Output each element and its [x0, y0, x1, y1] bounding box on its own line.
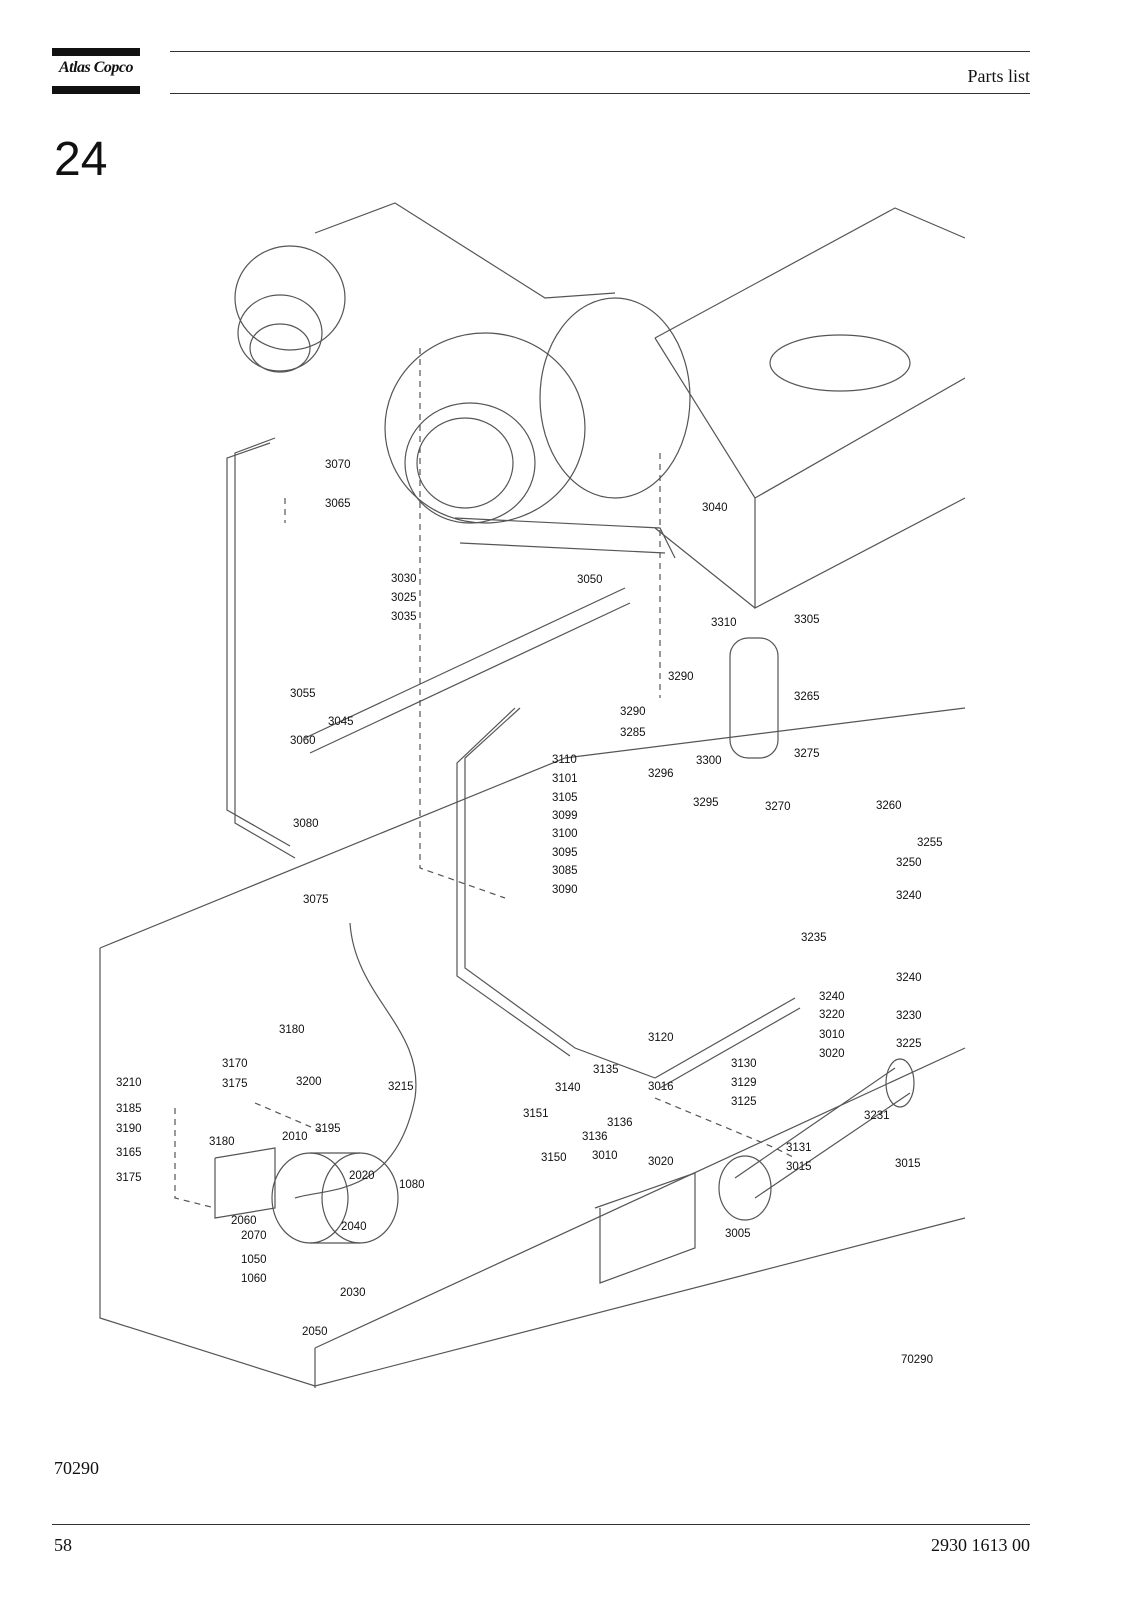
callout-3180-b: 3180: [209, 1136, 235, 1148]
callout-3055: 3055: [290, 688, 316, 700]
callout-3040: 3040: [702, 502, 728, 514]
callout-3105: 3105: [552, 792, 578, 804]
callout-3130: 3130: [731, 1058, 757, 1070]
callout-3150: 3150: [541, 1152, 567, 1164]
callout-3131: 3131: [786, 1142, 812, 1154]
callout-1080: 1080: [399, 1179, 425, 1191]
callout-3231: 3231: [864, 1110, 890, 1122]
callout-3195: 3195: [315, 1123, 341, 1135]
callout-3010-b: 3010: [592, 1150, 618, 1162]
callout-3230: 3230: [896, 1010, 922, 1022]
callout-3110: 3110: [552, 754, 577, 766]
callout-3010: 3010: [819, 1029, 845, 1041]
callout-3095: 3095: [552, 847, 578, 859]
callout-3310: 3310: [711, 617, 737, 629]
callout-3015-b: 3015: [895, 1158, 921, 1170]
callout-2070: 2070: [241, 1230, 267, 1242]
header-rule-bottom: [170, 93, 1030, 94]
callout-2060: 2060: [231, 1215, 257, 1227]
callout-3075: 3075: [303, 894, 329, 906]
callout-3170: 3170: [222, 1058, 248, 1070]
callout-3099: 3099: [552, 810, 578, 822]
callout-2050: 2050: [302, 1326, 328, 1338]
callout-3240: 3240: [896, 890, 922, 902]
callout-3270: 3270: [765, 801, 791, 813]
callout-3050: 3050: [577, 574, 603, 586]
callout-3165: 3165: [116, 1147, 142, 1159]
callout-3185: 3185: [116, 1103, 142, 1115]
callout-2040: 2040: [341, 1221, 367, 1233]
callout-3080: 3080: [293, 818, 319, 830]
section-number: 24: [54, 133, 108, 186]
callout-2030: 2030: [340, 1287, 366, 1299]
callout-70290-drawing: 70290: [901, 1354, 933, 1366]
callout-3220: 3220: [819, 1009, 845, 1021]
callout-3180: 3180: [279, 1024, 305, 1036]
footer-rule: [52, 1524, 1030, 1525]
callout-3275: 3275: [794, 748, 820, 760]
callout-3140: 3140: [555, 1082, 581, 1094]
document-number: 2930 1613 00: [931, 1535, 1030, 1555]
callout-3290: 3290: [668, 671, 694, 683]
callout-3030: 3030: [391, 573, 417, 585]
callout-3260: 3260: [876, 800, 902, 812]
callout-3060: 3060: [290, 735, 316, 747]
figure-reference: 70290: [54, 1458, 99, 1478]
callout-3235: 3235: [801, 932, 827, 944]
callout-3090: 3090: [552, 884, 578, 896]
callout-3265: 3265: [794, 691, 820, 703]
callout-3045: 3045: [328, 716, 354, 728]
callout-1050: 1050: [241, 1254, 267, 1266]
callout-3101: 3101: [552, 773, 578, 785]
callout-3125: 3125: [731, 1096, 757, 1108]
callout-3255: 3255: [917, 837, 943, 849]
callout-3070: 3070: [325, 459, 351, 471]
logo-bar-bottom: [52, 86, 140, 94]
callout-3129: 3129: [731, 1077, 757, 1089]
callout-3015: 3015: [786, 1161, 812, 1173]
callout-3035: 3035: [391, 611, 417, 623]
callout-2010: 2010: [282, 1131, 308, 1143]
logo-wordmark: Atlas Copco: [58, 59, 134, 76]
callout-2020: 2020: [349, 1170, 375, 1182]
callout-3175: 3175: [222, 1078, 248, 1090]
callout-3285: 3285: [620, 727, 646, 739]
callout-3215: 3215: [388, 1081, 414, 1093]
callout-3200: 3200: [296, 1076, 322, 1088]
callout-3240-b: 3240: [896, 972, 922, 984]
page-number: 58: [54, 1535, 72, 1555]
callout-3120: 3120: [648, 1032, 674, 1044]
callout-3250: 3250: [896, 857, 922, 869]
callout-3005: 3005: [725, 1228, 751, 1240]
callout-3175-b: 3175: [116, 1172, 142, 1184]
frame-lines: [99, 202, 966, 1388]
callout-labels: 3070 3065 3040 3030 3025 3035 3050 3310 …: [116, 459, 943, 1366]
callout-3020: 3020: [819, 1048, 845, 1060]
callout-3295: 3295: [693, 797, 719, 809]
exploded-parts-drawing: 3070 3065 3040 3030 3025 3035 3050 3310 …: [99, 202, 966, 1388]
callout-3305: 3305: [794, 614, 820, 626]
callout-3296: 3296: [648, 768, 674, 780]
callout-3240-c: 3240: [819, 991, 845, 1003]
callout-3100: 3100: [552, 828, 578, 840]
callout-3210: 3210: [116, 1077, 142, 1089]
callout-3290-b: 3290: [620, 706, 646, 718]
callout-3190: 3190: [116, 1123, 142, 1135]
header-rule-top: [170, 51, 1030, 52]
logo-bar-top: [52, 48, 140, 56]
callout-3136: 3136: [607, 1117, 633, 1129]
header-title: Parts list: [967, 66, 1030, 86]
callout-3135: 3135: [593, 1064, 619, 1076]
callout-1060: 1060: [241, 1273, 267, 1285]
callout-3225: 3225: [896, 1038, 922, 1050]
callout-3300: 3300: [696, 755, 722, 767]
callout-3136-b: 3136: [582, 1131, 608, 1143]
callout-3025: 3025: [391, 592, 417, 604]
callout-3065: 3065: [325, 498, 351, 510]
callout-3020-b: 3020: [648, 1156, 674, 1168]
callout-3085: 3085: [552, 865, 578, 877]
atlas-copco-logo: Atlas Copco: [52, 48, 140, 94]
callout-3016: 3016: [648, 1081, 674, 1093]
callout-3151: 3151: [523, 1108, 549, 1120]
